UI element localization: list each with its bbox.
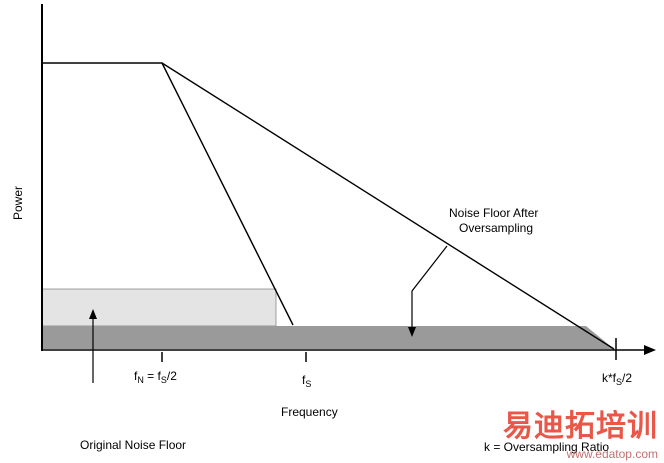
tick-label-fs: fS <box>302 373 311 391</box>
tick-fs-main: f <box>302 373 306 387</box>
x-axis-label: Frequency <box>281 405 338 419</box>
tick-label-fn: fN = fS/2 <box>134 369 177 387</box>
oversampled-noise-floor-band <box>42 326 614 349</box>
original-noise-floor-band <box>41 288 277 327</box>
x-axis-arrowhead <box>644 345 656 355</box>
tick-fn-eq: = f <box>143 369 161 383</box>
original-noise-label: Original Noise Floor <box>80 438 187 452</box>
tick-label-kfs: k*fS/2 <box>602 371 632 389</box>
tick-fs-sub: S <box>305 379 312 389</box>
tick-kfs-sub: S <box>616 377 623 387</box>
noise-after-label-line1: Noise Floor After <box>449 206 539 220</box>
noise-after-label-line2: Oversampling <box>459 221 534 235</box>
noise-after-arrow-line <box>411 245 448 329</box>
tick-kfs-main: k*f <box>602 371 617 385</box>
noise-after-arrowhead <box>408 327 416 337</box>
tick-kfs-tail: /2 <box>622 371 633 385</box>
y-axis-label: Power <box>11 185 25 220</box>
watermark-logo: 易迪拓培训 <box>503 409 658 444</box>
tick-fn-sub: N <box>137 375 144 385</box>
signal-spectrum-oversampled <box>161 62 615 350</box>
tick-fn-tail: /2 <box>166 369 177 383</box>
watermark-url: www.edatop.com <box>566 447 658 461</box>
tick-fn-eq-sub: S <box>160 375 167 385</box>
k-definition-label: k = Oversampling Ratio <box>484 440 610 454</box>
signal-spectrum-original <box>42 62 294 326</box>
original-noise-arrowhead <box>89 309 97 319</box>
tick-fn-main: f <box>134 369 138 383</box>
